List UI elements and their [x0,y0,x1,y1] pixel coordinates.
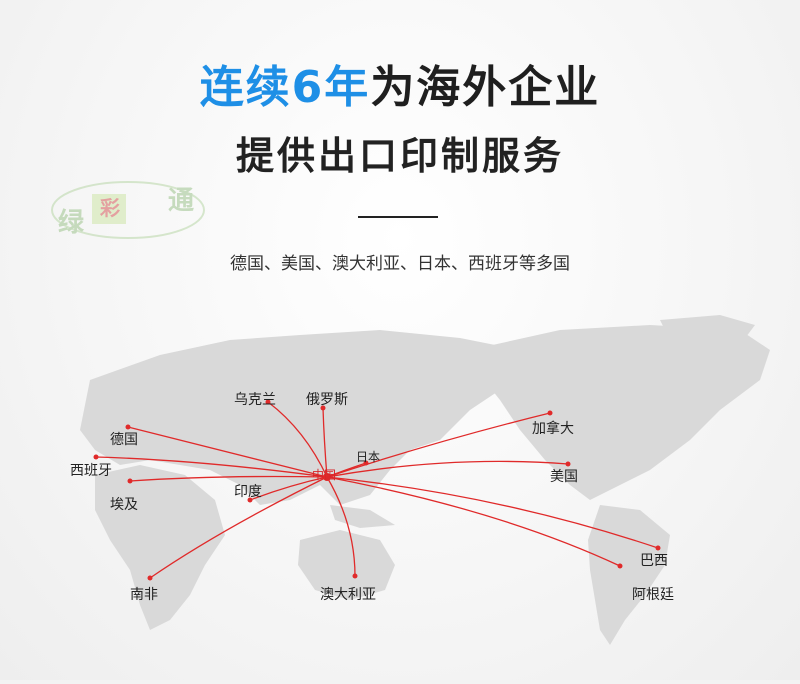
route-egypt [129,475,328,482]
dot-brazil [655,545,661,551]
route-ukraine [267,401,328,478]
label-ukraine: 乌克兰 [234,392,276,408]
label-brazil: 巴西 [640,553,668,569]
south-america-shape [588,505,670,645]
eurasia-shape [80,330,530,505]
label-argentina: 阿根廷 [632,587,674,603]
label-canada: 加拿大 [532,421,574,437]
australia-shape [298,530,395,600]
africa-shape [95,465,225,630]
dot-egypt [127,478,133,484]
world-map-svg [80,315,770,645]
dot-germany [125,424,131,430]
dot-ukraine [265,399,271,405]
greenland-shape [660,315,755,350]
watermark-char-2: 彩 [100,196,120,220]
label-usa: 美国 [550,469,578,485]
label-australia: 澳大利亚 [320,587,376,603]
dot-india [247,497,253,503]
north-america-shape [470,325,770,500]
dot-canada [547,410,553,416]
dot-south-africa [147,575,153,581]
label-egypt: 埃及 [110,497,138,513]
world-route-map: 中国 乌克兰 俄罗斯 日本 加拿大 美国 德国 西班牙 埃及 印度 巴西 阿根廷… [0,300,800,680]
label-india: 印度 [234,484,262,500]
route-usa [326,460,569,478]
route-spain [95,456,328,478]
route-russia [322,407,328,478]
title-divider [358,216,438,218]
watermark-char-1: 绿 [58,208,85,238]
dot-spain [93,454,99,460]
route-india [249,476,328,501]
country-subtitle: 德国、美国、澳大利亚、日本、西班牙等多国 [230,254,570,274]
route-germany [127,426,328,478]
route-argentina [326,476,621,567]
headline-rest: 为海外企业 [370,62,601,113]
headline-line2: 提供出口印制服务 [235,134,564,178]
dot-china [323,473,331,481]
headline: 连续6年为海外企业 [0,58,800,118]
label-japan: 日本 [356,450,381,464]
dot-japan [363,460,369,466]
watermark-logo: 绿 彩 通 [48,172,208,242]
route-canada [326,412,551,478]
watermark-char-3: 通 [168,186,195,216]
route-south-africa [149,476,328,579]
route-brazil [326,476,659,549]
dot-argentina [617,563,623,569]
label-china: 中国 [312,468,337,482]
label-spain: 西班牙 [70,463,112,479]
label-south-africa: 南非 [130,587,158,603]
headline-accent: 连续6年 [199,62,371,113]
route-dots [93,399,661,581]
sea-islands-shape [330,505,395,528]
dot-usa [565,461,571,467]
watermark-shape [51,181,205,239]
route-australia [326,476,356,577]
label-russia: 俄罗斯 [306,392,348,408]
continents [80,315,770,645]
dot-russia [320,405,326,411]
label-germany: 德国 [110,432,138,448]
routes [95,401,659,579]
dot-australia [352,573,358,579]
